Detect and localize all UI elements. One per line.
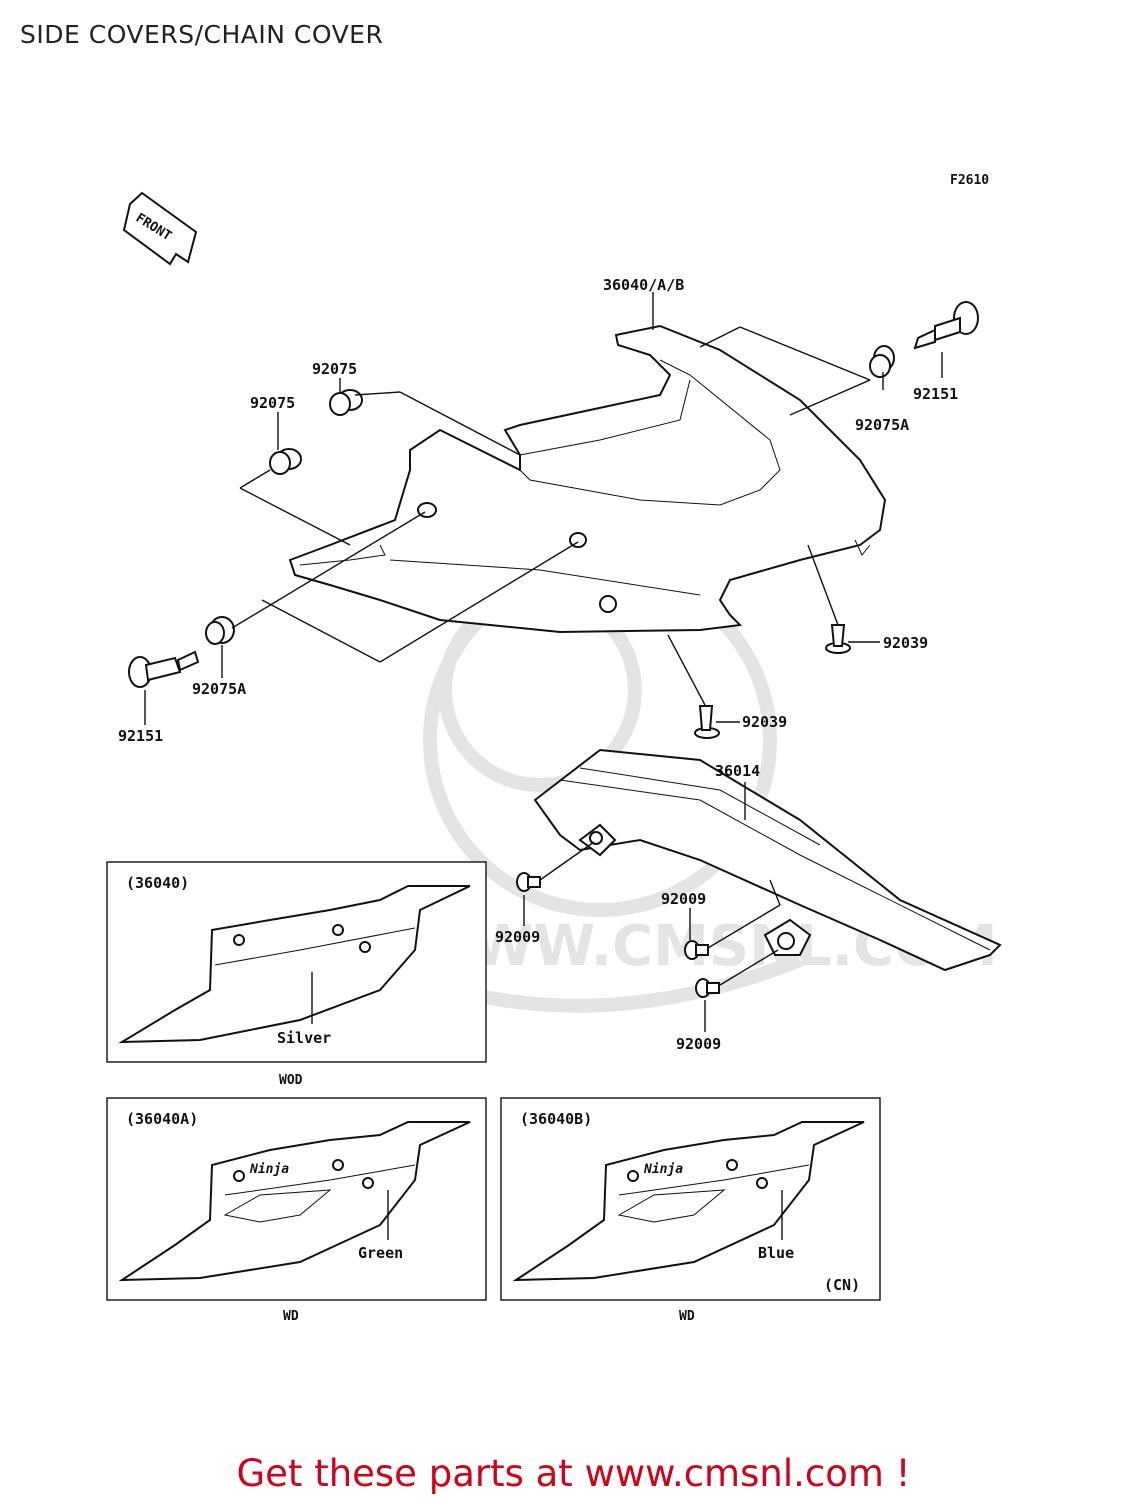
promo-link[interactable]: Get these parts at www.cmsnl.com ! [236, 1452, 911, 1495]
callout-clip-92039-center: 92039 [742, 713, 787, 731]
screw-92009-left-icon [516, 872, 541, 892]
variant-color-silver: Silver [277, 1029, 331, 1047]
screw-92009-middle-icon [684, 940, 709, 960]
grommet-92075-left-icon [269, 448, 302, 475]
callout-grommet-92075a-left: 92075A [192, 680, 246, 698]
callout-bolt-92151-right: 92151 [913, 385, 958, 403]
variant-region-wd-a: WD [283, 1309, 299, 1324]
parts-diagram: WWW.CMSNL.COM F2610 FRONT [106, 173, 1002, 1324]
chain-cover [533, 748, 1002, 972]
bolt-92151-right-icon [913, 301, 979, 350]
grommet-92075a-left-icon [205, 616, 235, 645]
bolt-92151-left-icon [128, 650, 200, 688]
grommet-92075a-right-icon [869, 345, 895, 378]
variant-part-36040a: (36040A) [126, 1110, 198, 1128]
screw-92009-bottom-icon [695, 978, 720, 998]
callout-grommet-92075-left: 92075 [250, 394, 295, 412]
figure-code: F2610 [950, 173, 989, 188]
variant-box-36040a: (36040A) Ninja Green WD [106, 1097, 487, 1324]
callout-bolt-92151-left: 92151 [118, 727, 163, 745]
page-title: SIDE COVERS/CHAIN COVER [20, 20, 384, 49]
callout-chain-cover: 36014 [715, 762, 760, 780]
ninja-logo-icon: Ninja [249, 1162, 289, 1177]
variant-part-36040: (36040) [126, 874, 189, 892]
ninja-logo-icon: Ninja [643, 1162, 683, 1177]
front-arrow-icon: FRONT [122, 191, 198, 266]
callout-screw-92009-left: 92009 [495, 928, 540, 946]
variant-note-cn: (CN) [824, 1276, 860, 1294]
clip-92039-center-icon [694, 705, 720, 739]
callout-grommet-92075a-right: 92075A [855, 416, 909, 434]
variant-color-green: Green [358, 1244, 403, 1262]
variant-box-36040: (36040) Silver WOD [106, 861, 487, 1088]
callout-screw-92009-bottom: 92009 [676, 1035, 721, 1053]
callout-screw-92009-middle: 92009 [661, 890, 706, 908]
variant-region-wd-b: WD [679, 1309, 695, 1324]
grommet-92075-right-icon [329, 389, 363, 416]
leader-lines [144, 292, 943, 1032]
variant-region-wod: WOD [279, 1073, 303, 1088]
variant-part-36040b: (36040B) [520, 1110, 592, 1128]
variant-color-blue: Blue [758, 1244, 794, 1262]
side-cover-main [288, 324, 887, 634]
callout-cover-main: 36040/A/B [603, 276, 684, 294]
callout-clip-92039-right: 92039 [883, 634, 928, 652]
callout-grommet-92075-right: 92075 [312, 360, 357, 378]
variant-box-36040b: (36040B) Ninja Blue (CN) WD [500, 1097, 881, 1324]
clip-92039-right-icon [825, 624, 851, 654]
